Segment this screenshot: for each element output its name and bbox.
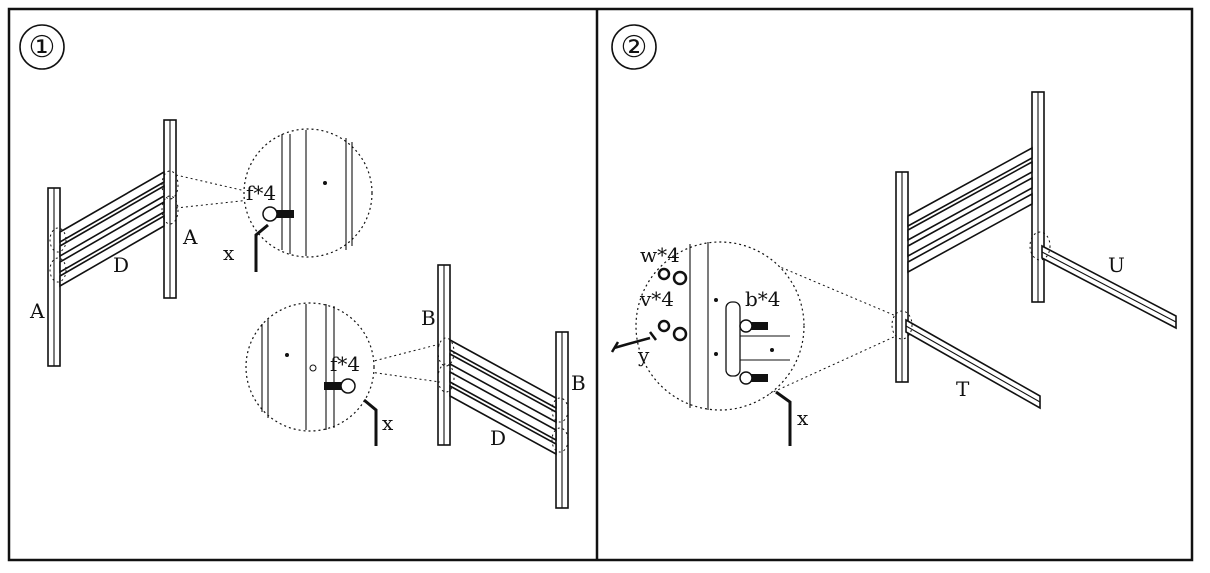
label-v: v*4 xyxy=(639,287,674,311)
bolt-icon xyxy=(324,378,356,394)
callout-top-label: f*4 xyxy=(246,181,276,205)
rail-3 xyxy=(907,176,1033,258)
panel-2: ② U T xyxy=(610,24,1177,446)
label-u: U xyxy=(1108,253,1125,277)
washer-icon xyxy=(672,270,688,342)
label-x: x xyxy=(797,406,809,430)
bolt-icon xyxy=(739,371,768,385)
hex-key-icon xyxy=(775,390,792,446)
panel-1: ① A A D xyxy=(19,24,586,509)
rail-2 xyxy=(907,160,1033,242)
callout-bottom-label: f*4 xyxy=(330,352,360,376)
rail-d-4 xyxy=(59,214,165,288)
rail-d-8 xyxy=(449,384,557,456)
rail-4 xyxy=(907,192,1033,274)
label-x-top: x xyxy=(223,241,235,265)
step-2-number: ② xyxy=(621,30,648,65)
frame-b xyxy=(437,264,569,509)
label-d-top: D xyxy=(113,253,129,277)
rail-d-7 xyxy=(449,370,557,442)
rail-d-1 xyxy=(59,170,165,244)
bolt-icon xyxy=(739,319,768,333)
label-x-bottom: x xyxy=(382,411,394,435)
rail-d-5 xyxy=(449,338,557,410)
label-b-left: B xyxy=(421,306,436,330)
hex-key-icon xyxy=(254,223,269,272)
rail-d-2 xyxy=(59,184,165,258)
rail-1 xyxy=(907,146,1033,228)
label-a-left: A xyxy=(29,299,45,323)
headboard-frame xyxy=(895,91,1045,383)
step-1-number: ① xyxy=(29,30,56,65)
callout-top-detail xyxy=(243,128,373,258)
step-2-circle xyxy=(611,24,657,70)
bolt-icon xyxy=(262,206,294,222)
label-a-right: A xyxy=(182,225,198,249)
hex-key-icon xyxy=(363,398,378,446)
nut-icon xyxy=(657,267,671,333)
label-t: T xyxy=(956,377,970,401)
wrench-icon xyxy=(610,331,657,353)
outer-frame xyxy=(7,7,1194,562)
label-w: w*4 xyxy=(640,243,680,267)
rail-d-3 xyxy=(59,200,165,274)
callout-bottom-detail xyxy=(245,302,375,432)
label-d-bottom: D xyxy=(490,426,506,450)
step-1-circle xyxy=(19,24,65,70)
rail-d-6 xyxy=(449,352,557,424)
label-y: y xyxy=(637,343,650,367)
label-b-right: B xyxy=(571,371,586,395)
label-b: b*4 xyxy=(745,287,781,311)
frame-a xyxy=(47,119,179,367)
